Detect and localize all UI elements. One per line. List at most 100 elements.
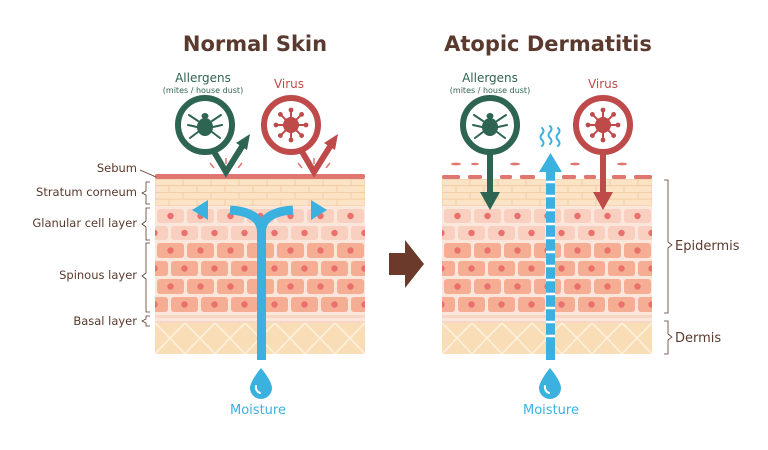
cell-nucleus — [167, 247, 174, 254]
cell-nucleus — [271, 301, 278, 308]
cell-nucleus — [155, 265, 158, 272]
skin-cell — [638, 261, 652, 276]
drop-highlight — [543, 385, 550, 394]
cell-nucleus — [167, 212, 174, 220]
skin-cell — [638, 297, 652, 312]
cell-nucleus — [574, 212, 581, 220]
cell-nucleus — [484, 247, 491, 254]
basal-layer-label: Basal layer — [73, 314, 137, 328]
normal-allergens-sub: (mites / house dust) — [163, 86, 243, 95]
cell-nucleus — [301, 229, 308, 237]
normal-moisture-flow — [192, 200, 327, 360]
stratum-corneum-label: Stratum corneum — [36, 185, 137, 199]
cell-nucleus — [514, 247, 521, 254]
normal-skin-title: Normal Skin — [183, 32, 327, 56]
cell-nucleus — [634, 212, 641, 220]
atopic-sebum-broken — [442, 175, 652, 179]
drop-highlight — [254, 385, 261, 394]
cell-nucleus — [498, 265, 505, 272]
cell-nucleus — [287, 247, 294, 254]
cell-nucleus — [558, 301, 565, 308]
cell-nucleus — [347, 247, 354, 254]
atopic-allergens-label: Allergens — [462, 71, 518, 85]
granular-layer-label: Glanular cell layer — [32, 216, 137, 230]
normal-sebum-layer — [155, 174, 365, 179]
cell-nucleus — [347, 212, 354, 220]
cell-nucleus — [588, 265, 595, 272]
cell-nucleus — [468, 301, 475, 308]
cell-nucleus — [484, 212, 491, 220]
dermis-label: Dermis — [675, 331, 721, 346]
impact-spark — [297, 158, 331, 169]
right-arrow-icon — [389, 240, 424, 288]
skin-cell — [351, 261, 365, 276]
cell-nucleus — [558, 229, 565, 237]
cell-nucleus — [634, 247, 641, 254]
cell-nucleus — [528, 229, 535, 237]
virus-icon — [261, 95, 321, 155]
cell-nucleus — [241, 301, 248, 308]
cell-nucleus — [604, 212, 611, 220]
cell-nucleus — [618, 229, 625, 237]
cell-nucleus — [558, 265, 565, 272]
skin-cell — [351, 226, 365, 240]
cell-nucleus — [317, 247, 324, 254]
cell-nucleus — [498, 301, 505, 308]
cell-nucleus — [361, 229, 365, 237]
cell-nucleus — [574, 283, 581, 290]
layer-labels: Sebum Stratum corneum Glanular cell laye… — [32, 161, 157, 328]
skin-cell — [155, 261, 168, 276]
cell-nucleus — [211, 301, 218, 308]
water-drop-icon — [539, 368, 561, 399]
mite-icon — [460, 95, 520, 155]
cell-nucleus — [331, 301, 338, 308]
sebum-label: Sebum — [97, 161, 137, 175]
impact-spark — [209, 158, 243, 169]
epidermis-label: Epidermis — [675, 239, 740, 254]
cell-nucleus — [468, 229, 475, 237]
cell-nucleus — [514, 212, 521, 220]
cell-nucleus — [498, 229, 505, 237]
skin-cell — [442, 261, 455, 276]
atopic-allergen-group — [460, 95, 520, 210]
cell-nucleus — [528, 301, 535, 308]
cell-nucleus — [361, 301, 365, 308]
cell-nucleus — [155, 301, 158, 308]
cell-nucleus — [271, 229, 278, 237]
normal-allergens-label: Allergens — [175, 71, 231, 85]
cell-nucleus — [618, 265, 625, 272]
cell-nucleus — [454, 247, 461, 254]
atopic-dermatitis-title: Atopic Dermatitis — [444, 32, 652, 56]
cell-nucleus — [588, 301, 595, 308]
cell-nucleus — [301, 265, 308, 272]
cell-nucleus — [648, 229, 652, 237]
cell-nucleus — [181, 265, 188, 272]
spinous-layer-label: Spinous layer — [59, 268, 137, 282]
cell-nucleus — [604, 247, 611, 254]
atopic-virus-label: Virus — [588, 77, 618, 91]
atopic-virus-group — [573, 95, 633, 210]
skin-cell — [351, 297, 365, 312]
cell-nucleus — [317, 283, 324, 290]
skin-cell — [155, 297, 168, 312]
cell-nucleus — [442, 265, 445, 272]
cell-nucleus — [227, 247, 234, 254]
skin-cell — [155, 226, 168, 240]
cell-nucleus — [271, 265, 278, 272]
cell-nucleus — [197, 283, 204, 290]
normal-virus-label: Virus — [274, 77, 304, 91]
normal-virus-group — [261, 95, 338, 178]
atopic-moisture-flow — [539, 125, 562, 360]
cell-nucleus — [167, 283, 174, 290]
cell-nucleus — [454, 283, 461, 290]
cell-nucleus — [648, 265, 652, 272]
cell-nucleus — [574, 247, 581, 254]
virus-icon — [573, 95, 633, 155]
water-drop-icon — [250, 368, 272, 399]
cell-nucleus — [181, 301, 188, 308]
normal-moisture-label: Moisture — [230, 403, 286, 418]
normal-allergen-group — [175, 95, 250, 178]
cell-nucleus — [588, 229, 595, 237]
cell-nucleus — [604, 283, 611, 290]
